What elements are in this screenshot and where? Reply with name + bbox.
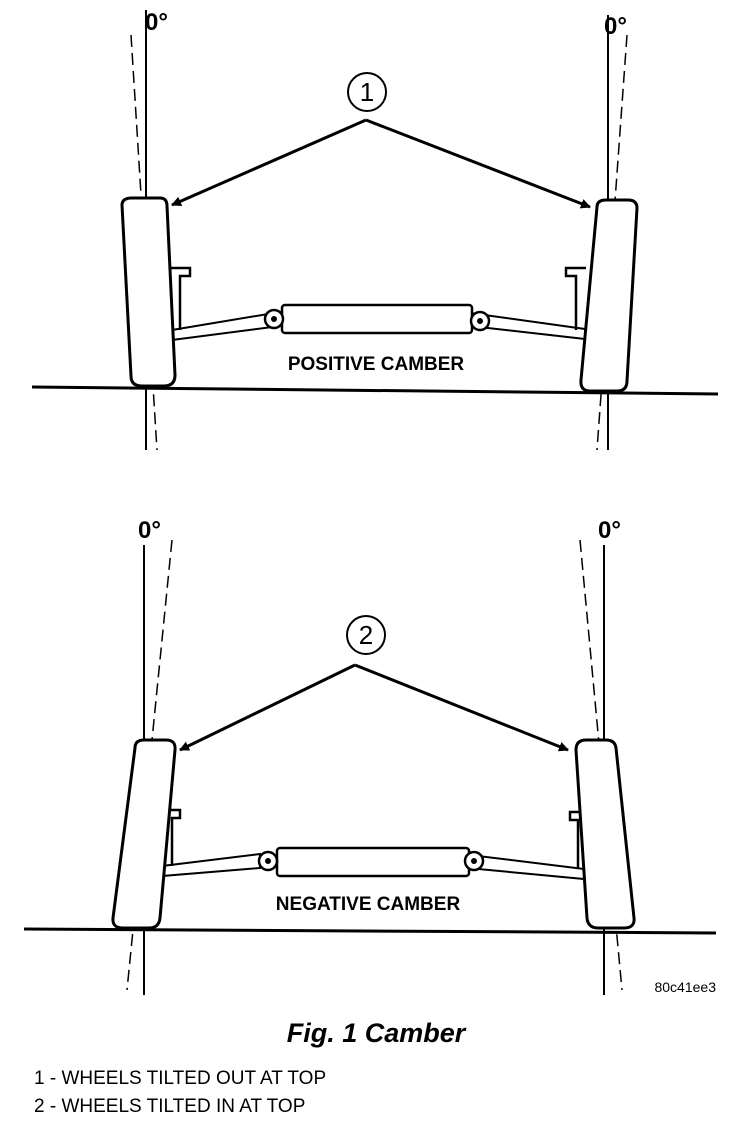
callout-arrow-right	[354, 663, 569, 752]
legend-text: WHEELS TILTED IN AT TOP	[61, 1096, 306, 1117]
lower-control-arm-right	[477, 854, 585, 881]
steering-knuckle-left	[170, 266, 192, 330]
tire-left	[111, 738, 177, 930]
positive-camber-diagram: 1 0° 0° POSITIVE CAMBER	[31, 9, 719, 451]
tie-rod-sleeve	[280, 303, 474, 335]
lower-control-arm	[161, 852, 261, 878]
callout-arrow-right	[365, 118, 591, 209]
camber-diagram: 1 0° 0° POSITIVE CAMBER	[23, 9, 719, 995]
tire-right	[579, 198, 639, 393]
negative-camber-diagram: 2 0° 0° NEGATIVE CAMBER	[23, 517, 717, 995]
tie-rod-sleeve	[275, 846, 471, 878]
steering-knuckle-right	[568, 810, 582, 869]
legend-text: WHEELS TILTED OUT AT TOP	[61, 1068, 327, 1089]
callout-number-2: 2	[359, 620, 373, 650]
legend-separator: -	[44, 1068, 62, 1089]
lower-control-arm	[171, 310, 281, 342]
zero-degree-label-right: 0°	[598, 517, 621, 544]
callout-circle-2	[346, 615, 386, 655]
zero-degree-label-left: 0°	[138, 517, 161, 544]
figure-caption: Fig. 1 Camber	[286, 1018, 466, 1048]
legend-item-2: 2 - WHEELS TILTED IN AT TOP	[34, 1096, 305, 1118]
legend-number: 2	[34, 1096, 45, 1117]
zero-degree-label-right: 0°	[604, 13, 627, 40]
legend-item-1: 1 - WHEELS TILTED OUT AT TOP	[34, 1068, 326, 1090]
callout-arrow-left	[179, 663, 356, 752]
callout-circle-1	[347, 72, 387, 112]
steering-knuckle-left	[168, 808, 182, 866]
zero-degree-label-left: 0°	[145, 9, 168, 36]
callout-arrow-left	[171, 118, 367, 207]
steering-knuckle-right	[564, 266, 586, 330]
negative-camber-label: NEGATIVE CAMBER	[276, 894, 461, 915]
legend-number: 1	[34, 1068, 45, 1089]
tire-left	[120, 196, 177, 388]
ground-line	[23, 927, 717, 935]
legend-separator: -	[44, 1096, 62, 1117]
tire-right	[574, 738, 636, 930]
callout-number-1: 1	[360, 77, 374, 107]
positive-camber-label: POSITIVE CAMBER	[288, 354, 465, 375]
figure-code: 80c41ee3	[654, 979, 716, 995]
